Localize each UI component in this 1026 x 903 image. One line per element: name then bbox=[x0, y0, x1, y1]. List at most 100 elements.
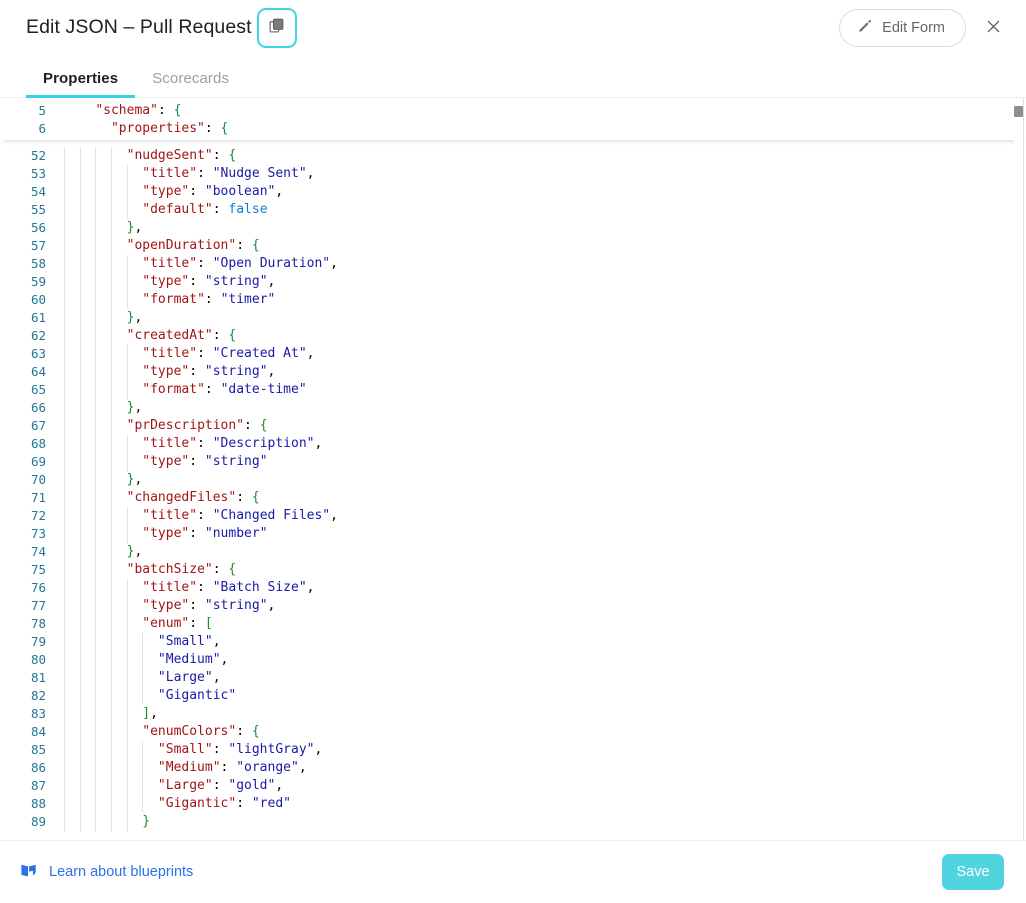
code-line[interactable]: 52 "nudgeSent": { bbox=[0, 147, 1026, 165]
code-line[interactable]: 57 "openDuration": { bbox=[0, 237, 1026, 255]
code-line[interactable]: 70 }, bbox=[0, 471, 1026, 489]
save-button[interactable]: Save bbox=[942, 854, 1004, 890]
code-line[interactable]: 60 "format": "timer" bbox=[0, 291, 1026, 309]
code-text[interactable]: ], bbox=[46, 705, 1026, 723]
code-line[interactable]: 64 "type": "string", bbox=[0, 363, 1026, 381]
code-text[interactable]: "createdAt": { bbox=[46, 327, 1026, 345]
code-line[interactable]: 54 "type": "boolean", bbox=[0, 183, 1026, 201]
code-line[interactable]: 81 "Large", bbox=[0, 669, 1026, 687]
code-text[interactable]: "title": "Changed Files", bbox=[46, 507, 1026, 525]
code-text[interactable]: "type": "string" bbox=[46, 453, 1026, 471]
code-text[interactable]: "type": "string", bbox=[46, 273, 1026, 291]
line-number: 72 bbox=[30, 508, 46, 523]
editor-scroll-area[interactable]: 52 "nudgeSent": {53 "title": "Nudge Sent… bbox=[0, 98, 1026, 840]
line-number: 77 bbox=[30, 598, 46, 613]
code-line[interactable]: 56 }, bbox=[0, 219, 1026, 237]
code-lines[interactable]: 52 "nudgeSent": {53 "title": "Nudge Sent… bbox=[0, 98, 1026, 831]
code-line[interactable]: 61 }, bbox=[0, 309, 1026, 327]
code-line[interactable]: 65 "format": "date-time" bbox=[0, 381, 1026, 399]
code-line[interactable]: 67 "prDescription": { bbox=[0, 417, 1026, 435]
code-line[interactable]: 88 "Gigantic": "red" bbox=[0, 795, 1026, 813]
code-line[interactable]: 71 "changedFiles": { bbox=[0, 489, 1026, 507]
code-text[interactable]: "type": "string", bbox=[46, 597, 1026, 615]
code-line[interactable]: 80 "Medium", bbox=[0, 651, 1026, 669]
learn-about-blueprints-link[interactable]: Learn about blueprints bbox=[20, 861, 193, 884]
code-line[interactable]: 78 "enum": [ bbox=[0, 615, 1026, 633]
code-text[interactable]: "type": "number" bbox=[46, 525, 1026, 543]
code-text[interactable]: "properties": { bbox=[46, 120, 1026, 138]
code-line[interactable]: 72 "title": "Changed Files", bbox=[0, 507, 1026, 525]
code-text[interactable]: "format": "timer" bbox=[46, 291, 1026, 309]
code-text[interactable]: }, bbox=[46, 309, 1026, 327]
code-line[interactable]: 77 "type": "string", bbox=[0, 597, 1026, 615]
code-text[interactable]: "title": "Open Duration", bbox=[46, 255, 1026, 273]
code-text[interactable]: "Gigantic": "red" bbox=[46, 795, 1026, 813]
code-line[interactable]: 59 "type": "string", bbox=[0, 273, 1026, 291]
code-line[interactable]: 82 "Gigantic" bbox=[0, 687, 1026, 705]
code-line[interactable]: 83 ], bbox=[0, 705, 1026, 723]
code-text[interactable]: "enumColors": { bbox=[46, 723, 1026, 741]
code-text[interactable]: "type": "boolean", bbox=[46, 183, 1026, 201]
code-line[interactable]: 5 "schema": { bbox=[0, 102, 1026, 120]
code-line[interactable]: 62 "createdAt": { bbox=[0, 327, 1026, 345]
code-line[interactable]: 76 "title": "Batch Size", bbox=[0, 579, 1026, 597]
code-text[interactable]: "Large", bbox=[46, 669, 1026, 687]
code-text[interactable]: }, bbox=[46, 399, 1026, 417]
code-line[interactable]: 63 "title": "Created At", bbox=[0, 345, 1026, 363]
code-line[interactable]: 69 "type": "string" bbox=[0, 453, 1026, 471]
code-text[interactable]: "Medium", bbox=[46, 651, 1026, 669]
code-text[interactable]: "title": "Description", bbox=[46, 435, 1026, 453]
code-line[interactable]: 84 "enumColors": { bbox=[0, 723, 1026, 741]
token-key: "default" bbox=[142, 202, 213, 217]
token-str: "Nudge Sent" bbox=[212, 166, 307, 181]
code-line[interactable]: 79 "Small", bbox=[0, 633, 1026, 651]
code-text[interactable]: "type": "string", bbox=[46, 363, 1026, 381]
close-modal-button[interactable] bbox=[976, 11, 1010, 45]
code-text[interactable]: "nudgeSent": { bbox=[46, 147, 1026, 165]
code-text[interactable]: "format": "date-time" bbox=[46, 381, 1026, 399]
code-text[interactable]: "title": "Nudge Sent", bbox=[46, 165, 1026, 183]
code-text[interactable]: "default": false bbox=[46, 201, 1026, 219]
line-number: 74 bbox=[30, 544, 46, 559]
code-line[interactable]: 66 }, bbox=[0, 399, 1026, 417]
code-line[interactable]: 75 "batchSize": { bbox=[0, 561, 1026, 579]
code-line[interactable]: 55 "default": false bbox=[0, 201, 1026, 219]
code-text[interactable]: "Small", bbox=[46, 633, 1026, 651]
code-line[interactable]: 86 "Medium": "orange", bbox=[0, 759, 1026, 777]
code-text[interactable]: "title": "Batch Size", bbox=[46, 579, 1026, 597]
code-text[interactable]: }, bbox=[46, 219, 1026, 237]
editor-vertical-scrollbar[interactable] bbox=[1014, 98, 1024, 840]
code-line[interactable]: 74 }, bbox=[0, 543, 1026, 561]
code-text[interactable]: "Medium": "orange", bbox=[46, 759, 1026, 777]
token-punct: , bbox=[134, 472, 143, 487]
token-str: "date-time" bbox=[220, 382, 307, 397]
code-line[interactable]: 89 } bbox=[0, 813, 1026, 831]
code-line[interactable]: 58 "title": "Open Duration", bbox=[0, 255, 1026, 273]
code-text[interactable]: "changedFiles": { bbox=[46, 489, 1026, 507]
code-text[interactable]: "openDuration": { bbox=[46, 237, 1026, 255]
code-text[interactable]: }, bbox=[46, 471, 1026, 489]
code-line[interactable]: 73 "type": "number" bbox=[0, 525, 1026, 543]
tab-scorecards[interactable]: Scorecards bbox=[135, 70, 246, 98]
code-text[interactable]: "Small": "lightGray", bbox=[46, 741, 1026, 759]
tab-properties[interactable]: Properties bbox=[26, 70, 136, 98]
scrollbar-thumb[interactable] bbox=[1014, 106, 1023, 117]
code-text[interactable]: "schema": { bbox=[46, 102, 1026, 120]
code-text[interactable]: }, bbox=[46, 543, 1026, 561]
code-text[interactable]: "batchSize": { bbox=[46, 561, 1026, 579]
code-text[interactable]: "title": "Created At", bbox=[46, 345, 1026, 363]
code-line[interactable]: 85 "Small": "lightGray", bbox=[0, 741, 1026, 759]
code-text[interactable]: "prDescription": { bbox=[46, 417, 1026, 435]
json-editor[interactable]: 52 "nudgeSent": {53 "title": "Nudge Sent… bbox=[0, 98, 1026, 840]
edit-form-button[interactable]: Edit Form bbox=[839, 8, 966, 47]
code-text[interactable]: } bbox=[46, 813, 1026, 831]
code-line[interactable]: 6 "properties": { bbox=[0, 120, 1026, 138]
code-text[interactable]: "Large": "gold", bbox=[46, 777, 1026, 795]
code-text[interactable]: "enum": [ bbox=[46, 615, 1026, 633]
code-text[interactable]: "Gigantic" bbox=[46, 687, 1026, 705]
code-line[interactable]: 68 "title": "Description", bbox=[0, 435, 1026, 453]
code-line[interactable]: 53 "title": "Nudge Sent", bbox=[0, 165, 1026, 183]
sticky-scroll-header[interactable]: 5 "schema": {6 "properties": { bbox=[0, 98, 1026, 140]
code-line[interactable]: 87 "Large": "gold", bbox=[0, 777, 1026, 795]
copy-json-button[interactable] bbox=[256, 7, 297, 48]
